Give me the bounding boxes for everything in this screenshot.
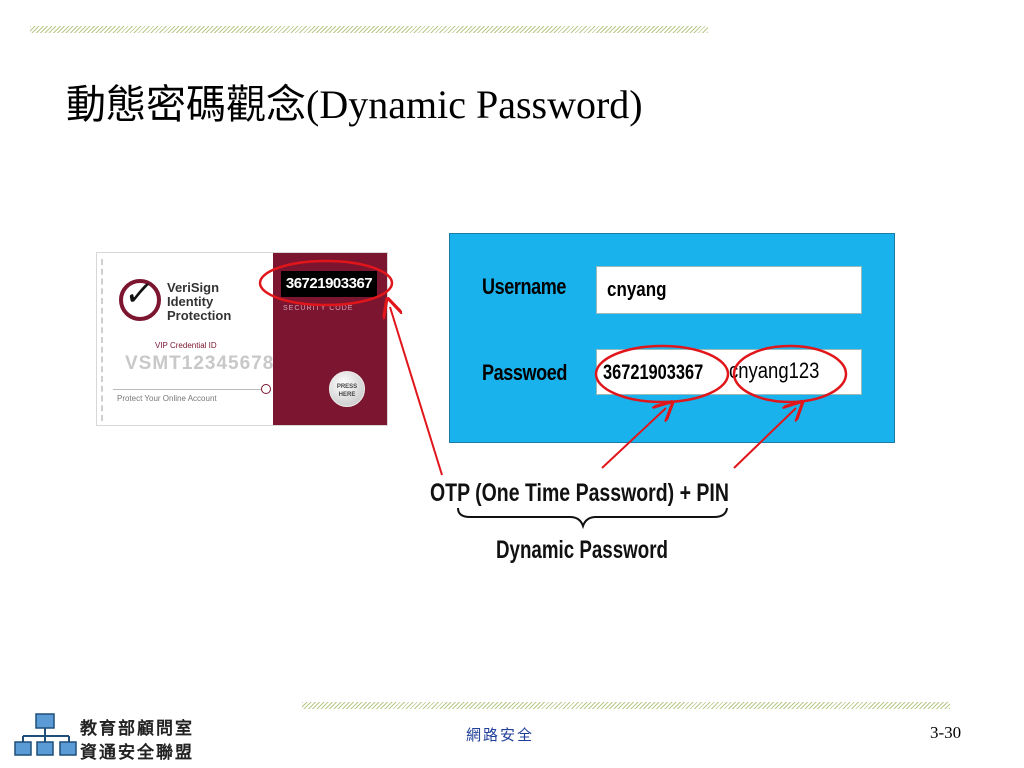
dynamic-password-annotation: Dynamic Password bbox=[496, 536, 668, 564]
card-dot-icon bbox=[261, 384, 271, 394]
verisign-logo-circle bbox=[119, 279, 161, 321]
card-footnote: Protect Your Online Account bbox=[117, 394, 217, 403]
password-pin-part: cnyang123 bbox=[729, 358, 820, 383]
card-divider bbox=[113, 389, 267, 390]
password-label: Passwoed bbox=[482, 360, 567, 385]
username-field: cnyang bbox=[596, 266, 862, 314]
username-label: Username bbox=[482, 274, 566, 299]
security-code-display: 36721903367 bbox=[281, 271, 377, 297]
pin-label-to-field-arrow bbox=[733, 408, 796, 469]
press-here-button: PRESS HERE bbox=[329, 371, 365, 407]
credential-label: VIP Credential ID bbox=[155, 341, 217, 350]
decorative-stripe-bottom bbox=[302, 702, 950, 709]
title-chinese: 動態密碼觀念 bbox=[66, 82, 306, 128]
password-otp-part: 36721903367 bbox=[603, 361, 704, 384]
otp-pin-annotation: OTP (One Time Password) + PIN bbox=[430, 479, 729, 507]
brand-line-2: Identity bbox=[167, 294, 214, 309]
card-code-highlight-ellipse bbox=[258, 259, 394, 307]
network-logo-icon bbox=[14, 713, 77, 756]
brand-line-1: VeriSign bbox=[167, 280, 220, 295]
login-panel: Username cnyang Passwoed 36721903367 cny… bbox=[449, 233, 895, 443]
footer-course-title: 網路安全 bbox=[466, 726, 535, 744]
decorative-stripe-top bbox=[30, 26, 708, 33]
grouping-brace bbox=[457, 507, 728, 530]
credential-id: VSMT12345678 bbox=[125, 353, 275, 374]
otp-highlight-ellipse bbox=[594, 344, 730, 404]
slide-title: 動態密碼觀念(Dynamic Password) bbox=[66, 72, 643, 130]
title-english: (Dynamic Password) bbox=[306, 82, 643, 127]
org-name-line-1: 教育部顧問室 bbox=[80, 719, 194, 739]
security-code-label: SECURITY CODE bbox=[283, 305, 354, 312]
password-field: 36721903367 cnyang123 bbox=[596, 349, 862, 395]
org-name-line-2: 資通安全聯盟 bbox=[80, 743, 194, 763]
token-card-left-panel: ✓ VeriSign Identity Protection VIP Crede… bbox=[101, 259, 275, 421]
username-value: cnyang bbox=[607, 279, 667, 301]
pin-highlight-ellipse bbox=[732, 344, 848, 404]
card-to-otp-arrow bbox=[390, 307, 443, 476]
brand-line-3: Protection bbox=[167, 308, 232, 323]
page-number: 3-30 bbox=[930, 723, 962, 742]
otp-label-to-field-arrow bbox=[601, 408, 666, 469]
token-card-image: ✓ VeriSign Identity Protection VIP Crede… bbox=[96, 252, 388, 426]
